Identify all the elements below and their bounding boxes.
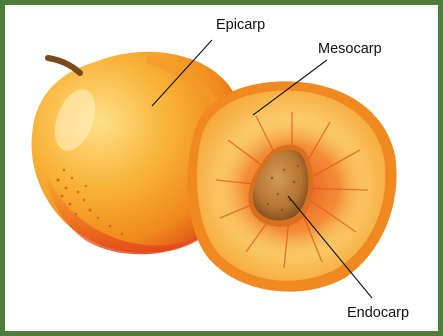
mesocarp-label: Mesocarp	[318, 41, 382, 57]
epicarp-label: Epicarp	[216, 17, 265, 33]
stem	[48, 58, 80, 73]
endocarp-label: Endocarp	[347, 305, 409, 321]
